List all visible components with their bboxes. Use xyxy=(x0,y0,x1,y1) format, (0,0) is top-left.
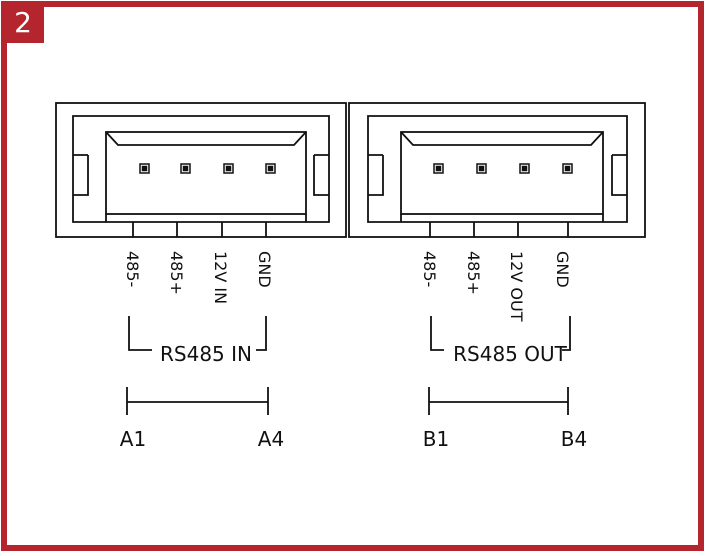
figure-number-badge xyxy=(2,2,44,43)
connector-in-pins xyxy=(139,163,276,174)
bracket-in xyxy=(128,316,267,351)
pin-in-4 xyxy=(265,163,276,174)
pin-label-in-4: GND xyxy=(255,251,274,288)
group-label-out: RS485 OUT xyxy=(453,342,568,366)
connector-in-pin-ticks xyxy=(132,222,267,237)
connector-in-housing xyxy=(55,102,347,238)
pin-out-4 xyxy=(562,163,573,174)
range-start-in: A1 xyxy=(120,427,146,451)
pin-label-out-3: 12V OUT xyxy=(507,251,526,322)
connector-out-pin-ticks xyxy=(429,222,569,237)
figure-number: 2 xyxy=(14,6,32,39)
pin-label-in-2: 485+ xyxy=(167,251,186,295)
pin-out-2 xyxy=(476,163,487,174)
range-start-out: B1 xyxy=(423,427,449,451)
pin-label-out-4: GND xyxy=(553,251,572,288)
range-in xyxy=(126,387,269,415)
pin-label-in-3: 12V IN xyxy=(211,251,230,304)
pin-out-3 xyxy=(519,163,530,174)
pin-in-1 xyxy=(139,163,150,174)
range-end-out: B4 xyxy=(561,427,587,451)
pin-in-3 xyxy=(223,163,234,174)
pin-in-2 xyxy=(180,163,191,174)
pin-label-out-2: 485+ xyxy=(464,251,483,295)
pin-label-out-1: 485- xyxy=(420,251,439,287)
range-out xyxy=(428,387,569,415)
range-end-in: A4 xyxy=(258,427,284,451)
pin-label-in-1: 485- xyxy=(123,251,142,287)
bracket-out xyxy=(430,316,571,351)
pin-out-1 xyxy=(433,163,444,174)
group-label-in: RS485 IN xyxy=(160,342,252,366)
connector-out-pins xyxy=(433,163,573,174)
connector-out-housing xyxy=(348,102,646,238)
